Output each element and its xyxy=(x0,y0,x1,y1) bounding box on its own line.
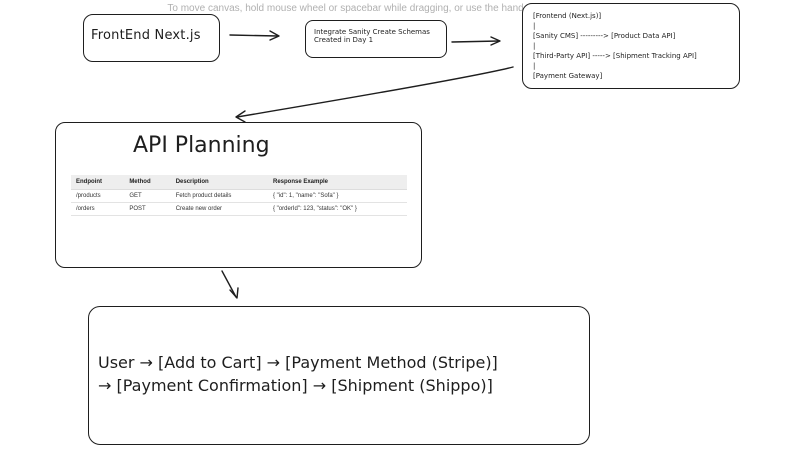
architecture-line: | xyxy=(533,22,536,30)
sanity-schema-node-label: Integrate Sanity Create Schemas Created … xyxy=(314,28,430,44)
table-cell: GET xyxy=(124,189,171,203)
architecture-line: [Third-Party API] -----> [Shipment Track… xyxy=(533,52,697,60)
api-table: Endpoint Method Description Response Exa… xyxy=(71,175,407,216)
api-planning-node[interactable]: API Planning Endpoint Method Description… xyxy=(55,122,422,268)
table-cell: POST xyxy=(124,202,171,216)
checkout-flow-line: → [Payment Confirmation] → [Shipment (Sh… xyxy=(98,376,493,395)
architecture-line: | xyxy=(533,42,536,50)
checkout-flow-line: User → [Add to Cart] → [Payment Method (… xyxy=(98,353,498,372)
architecture-line: [Payment Gateway] xyxy=(533,72,603,80)
architecture-line: [Sanity CMS] ---------> [Product Data AP… xyxy=(533,32,676,40)
table-cell: Fetch product details xyxy=(170,189,268,203)
arrow-frontend-to-sanity xyxy=(229,34,279,37)
frontend-node-label: FrontEnd Next.js xyxy=(91,28,201,43)
architecture-line: | xyxy=(533,62,536,70)
table-row: /products GET Fetch product details { "i… xyxy=(71,189,407,203)
sanity-schema-node[interactable]: Integrate Sanity Create Schemas Created … xyxy=(305,20,447,58)
column-header: Method xyxy=(124,175,171,190)
arrow-architecture-to-api xyxy=(236,66,514,118)
arrow-sanity-to-architecture xyxy=(451,40,500,43)
checkout-flow-node[interactable]: User → [Add to Cart] → [Payment Method (… xyxy=(88,306,590,445)
frontend-node[interactable]: FrontEnd Next.js xyxy=(83,14,220,62)
column-header: Description xyxy=(170,175,268,190)
table-cell: /products xyxy=(71,189,125,203)
table-cell: { "id": 1, "name": "Sofa" } xyxy=(268,189,407,203)
canvas-hint: To move canvas, hold mouse wheel or spac… xyxy=(167,3,543,14)
table-cell: { "orderId": 123, "status": "OK" } xyxy=(268,202,407,216)
architecture-line: [Frontend (Next.js)] xyxy=(533,12,602,20)
api-planning-title: API Planning xyxy=(133,133,270,158)
table-row: /orders POST Create new order { "orderId… xyxy=(71,202,407,216)
table-cell: /orders xyxy=(71,202,125,216)
table-header-row: Endpoint Method Description Response Exa… xyxy=(71,175,407,190)
table-cell: Create new order xyxy=(170,202,268,216)
arrow-api-to-checkout xyxy=(221,270,237,298)
architecture-node[interactable]: [Frontend (Next.js)] | [Sanity CMS] ----… xyxy=(522,3,740,89)
column-header: Endpoint xyxy=(71,175,125,190)
column-header: Response Example xyxy=(268,175,407,190)
